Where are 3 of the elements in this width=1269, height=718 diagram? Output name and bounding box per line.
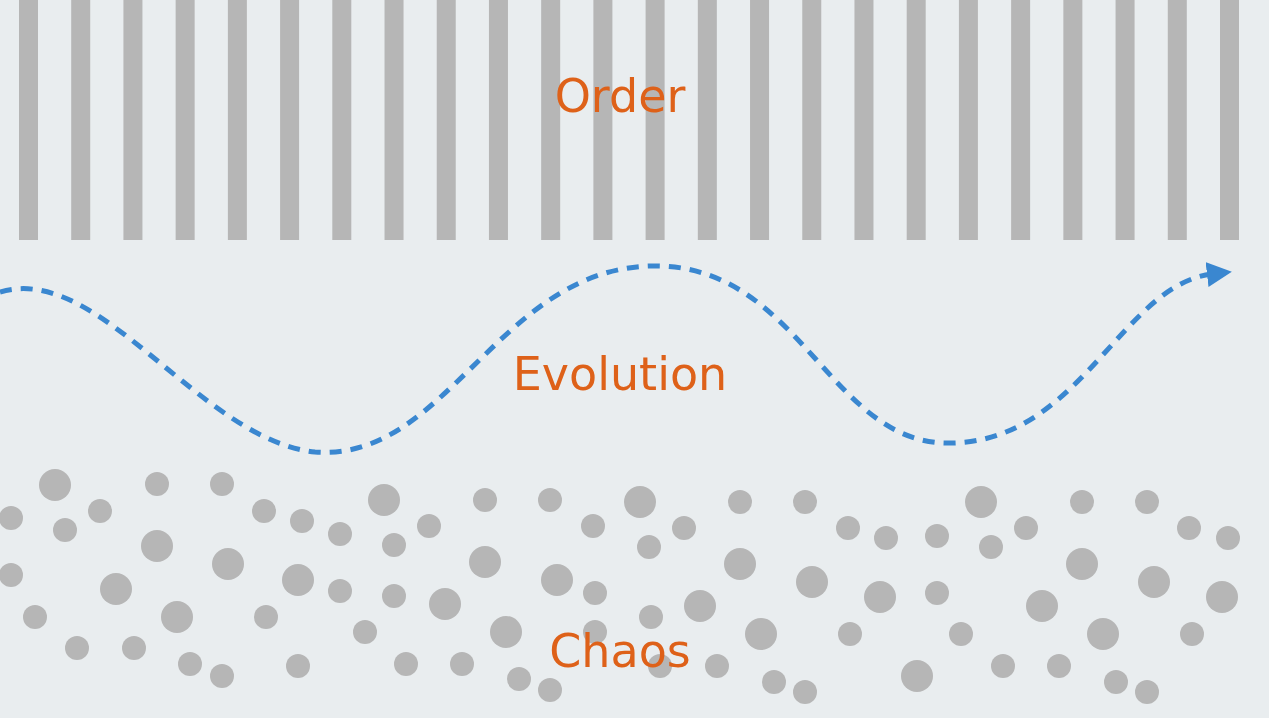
heading-text: Evolution <box>512 351 728 397</box>
heading-text: Chaos <box>549 628 691 674</box>
heading-text: Order <box>554 73 686 119</box>
